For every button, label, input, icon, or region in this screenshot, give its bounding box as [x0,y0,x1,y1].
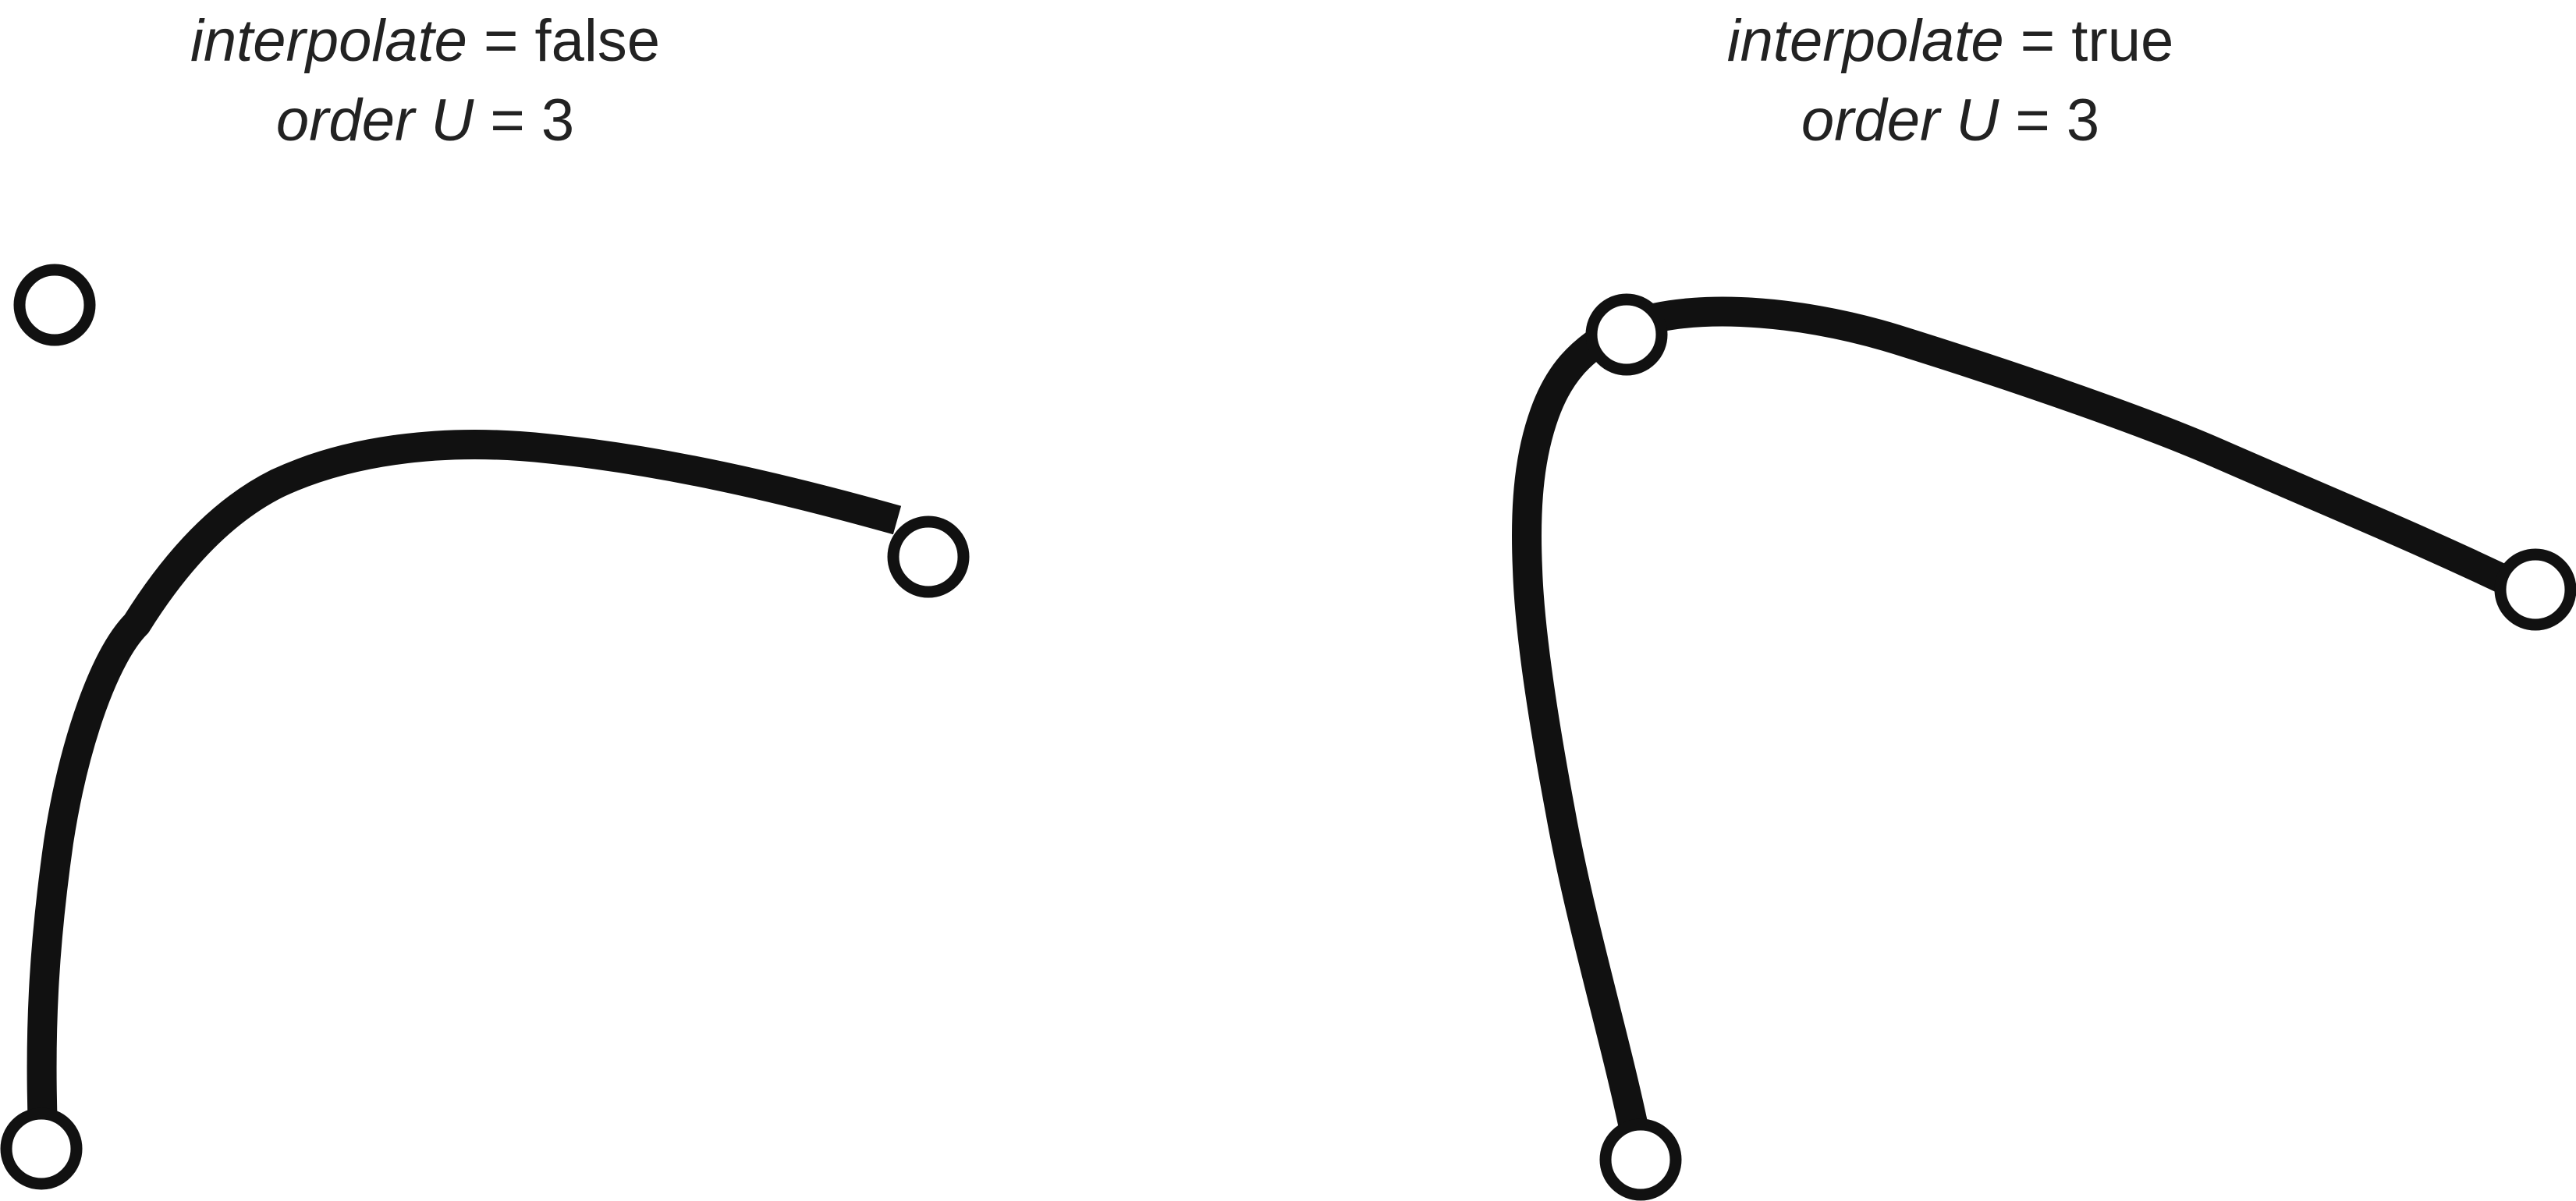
panel-left-order-name: order U [276,87,475,154]
panel-right-order-name: order U [1801,87,2000,154]
control-point-left-3[interactable] [0,1107,83,1190]
panel-interpolate-true: interpolate = true order U = 3 [1512,8,2576,1201]
control-point-left-2[interactable] [887,515,970,598]
panel-right-label-line1: interpolate = true [1727,8,2174,74]
panel-right-label-line2: order U = 3 [1801,87,2099,154]
panel-left-label-line2: order U = 3 [276,87,574,154]
panel-right-interpolate-value: = true [2021,8,2173,74]
control-point-right-3[interactable] [1599,1118,1682,1201]
panel-left-interpolate-value: = false [484,8,660,74]
panel-right-order-value: = 3 [2015,87,2099,154]
panel-left-order-value: = 3 [490,87,574,154]
curve-interpolating [1512,296,2539,1134]
panel-interpolate-false: interpolate = false order U = 3 [0,8,970,1190]
panel-left-interpolate-name: interpolate [190,8,467,74]
curve-approximating [27,430,902,1130]
control-point-right-2[interactable] [2494,548,2576,631]
panel-right-interpolate-name: interpolate [1727,8,2004,74]
control-point-left-1[interactable] [13,264,96,346]
panel-left-label-line1: interpolate = false [190,8,660,74]
control-point-right-1[interactable] [1585,293,1668,376]
